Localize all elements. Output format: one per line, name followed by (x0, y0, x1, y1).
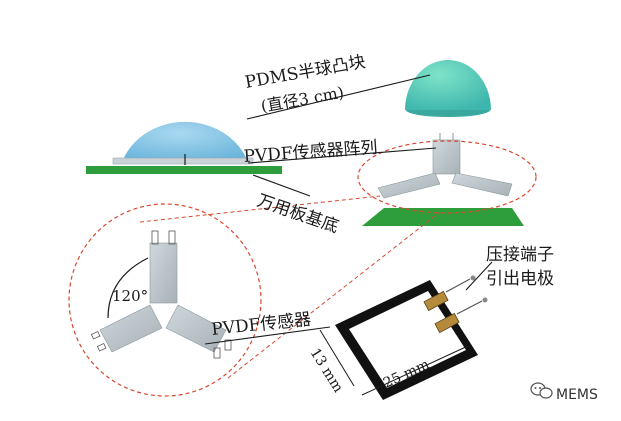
left-substrate-board (86, 166, 282, 174)
watermark-text: MEMS (556, 387, 598, 403)
angle-arc (107, 257, 149, 319)
leader-terminal (465, 261, 493, 291)
zoom-dashed-circle (68, 203, 262, 397)
array-label: PVDF传感器阵列 (243, 138, 378, 167)
leader-sensor (204, 326, 331, 345)
right-dashed-ellipse (357, 140, 537, 214)
angle-label: 120° (112, 287, 148, 305)
zoom-line-lower (227, 211, 441, 379)
right-pdms-dome (405, 60, 491, 110)
electrode-label-line1: 压接端子 (486, 245, 554, 265)
sensor-film-inner (349, 291, 466, 388)
zoom-line-upper (139, 195, 381, 223)
dim-width-line (361, 344, 471, 396)
array-pad-left (377, 172, 441, 199)
left-pdms-dome (123, 121, 247, 160)
array-pad-right (451, 172, 513, 197)
zoom-pad-top (149, 242, 178, 304)
left-sensor-strip (112, 157, 254, 165)
leader-substrate (252, 174, 311, 197)
dim-height-line (319, 329, 355, 387)
substrate-label: 万用板基底 (254, 191, 341, 238)
leader-array (247, 147, 437, 164)
right-substrate-board (362, 208, 524, 226)
array-pad-top (432, 139, 461, 175)
zoomed-sensor-detail: 120° (68, 203, 262, 397)
watermark: MEMS (530, 382, 598, 403)
sensor-label: PVDF传感器 (210, 310, 312, 340)
crimp-terminals (423, 275, 488, 334)
right-sensor-array (377, 133, 513, 199)
electrode-label-line2: 引出电极 (486, 269, 554, 289)
zoom-pad-left (99, 304, 163, 353)
leader-hemisphere (246, 74, 431, 120)
right-assembly (357, 60, 537, 226)
single-sensor-detail: 13 mm 25 mm (307, 275, 488, 400)
wechat-icon (530, 382, 553, 399)
left-assembly (86, 121, 282, 174)
hemisphere-title: PDMS半球凸块 (243, 52, 367, 93)
dim-height-label: 13 mm (307, 346, 346, 396)
